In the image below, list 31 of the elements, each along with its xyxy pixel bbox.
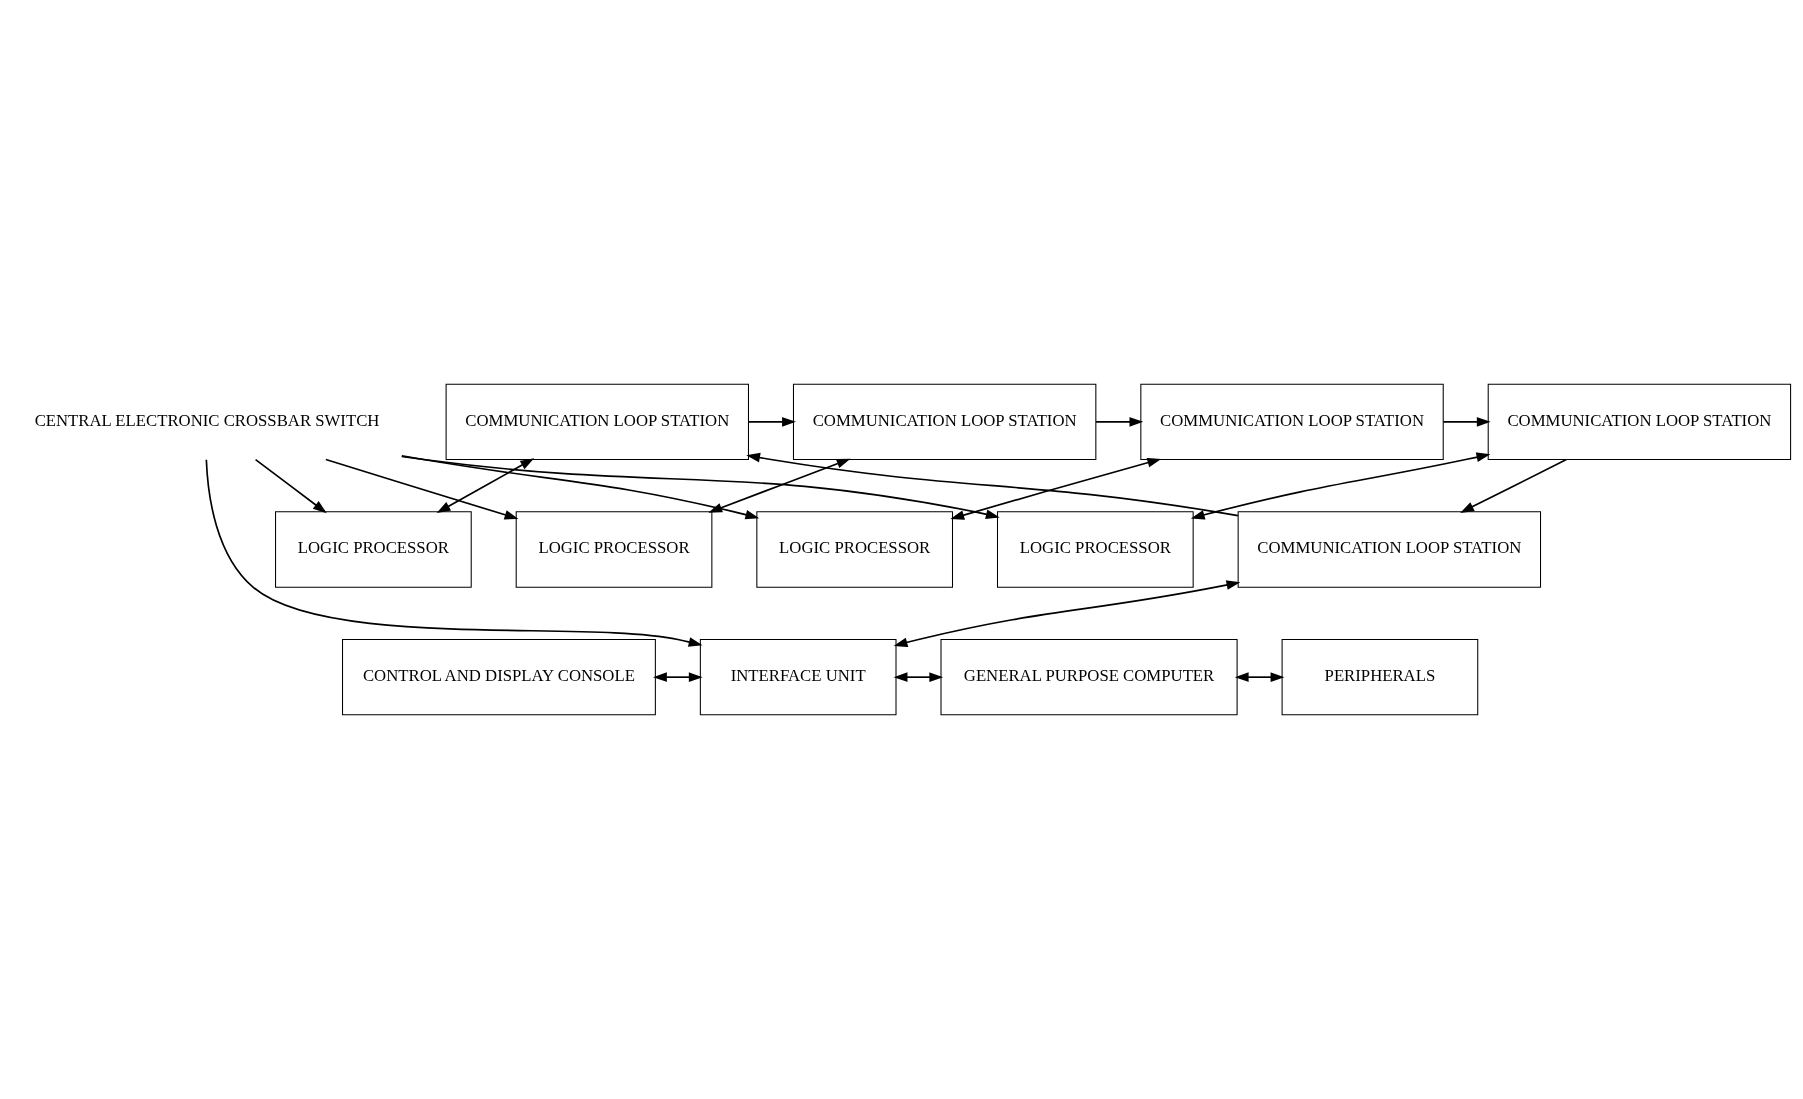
arrow [893,672,944,682]
node-box: LOGIC PROCESSOR [275,511,472,588]
arrow [747,417,796,427]
node-box: LOGIC PROCESSOR [996,511,1194,588]
node-box: CONTROL AND DISPLAY CONSOLE [342,638,656,716]
node-box: COMMUNICATION LOOP STATION [445,383,749,461]
arrow [1095,417,1144,427]
node-box: COMMUNICATION LOOP STATION [1237,511,1542,588]
arrow [653,672,703,682]
arrow [205,458,703,647]
node-box: LOGIC PROCESSOR [515,511,713,588]
node-box: PERIPHERALS [1281,638,1479,716]
arrow [436,458,535,513]
arrow [746,452,1239,517]
node-box: GENERAL PURPOSE COMPUTER [940,638,1238,716]
arrow [950,457,1162,520]
arrow [1442,417,1491,427]
arrow [1190,452,1491,520]
node-box: INTERFACE UNIT [699,638,897,716]
arrow [893,580,1241,647]
arrow [325,458,519,520]
node-box: COMMUNICATION LOOP STATION [792,383,1097,461]
node-box: LOGIC PROCESSOR [756,511,954,588]
node-box: COMMUNICATION LOOP STATION [1140,383,1444,461]
arrow [1234,672,1285,682]
arrow [400,455,1000,519]
arrow [254,458,327,514]
node-box: COMMUNICATION LOOP STATION [1487,383,1792,461]
node-text: CENTRAL ELECTRONIC CROSSBAR SWITCH [34,410,380,430]
arrow [1460,458,1568,513]
arrow [401,455,760,520]
